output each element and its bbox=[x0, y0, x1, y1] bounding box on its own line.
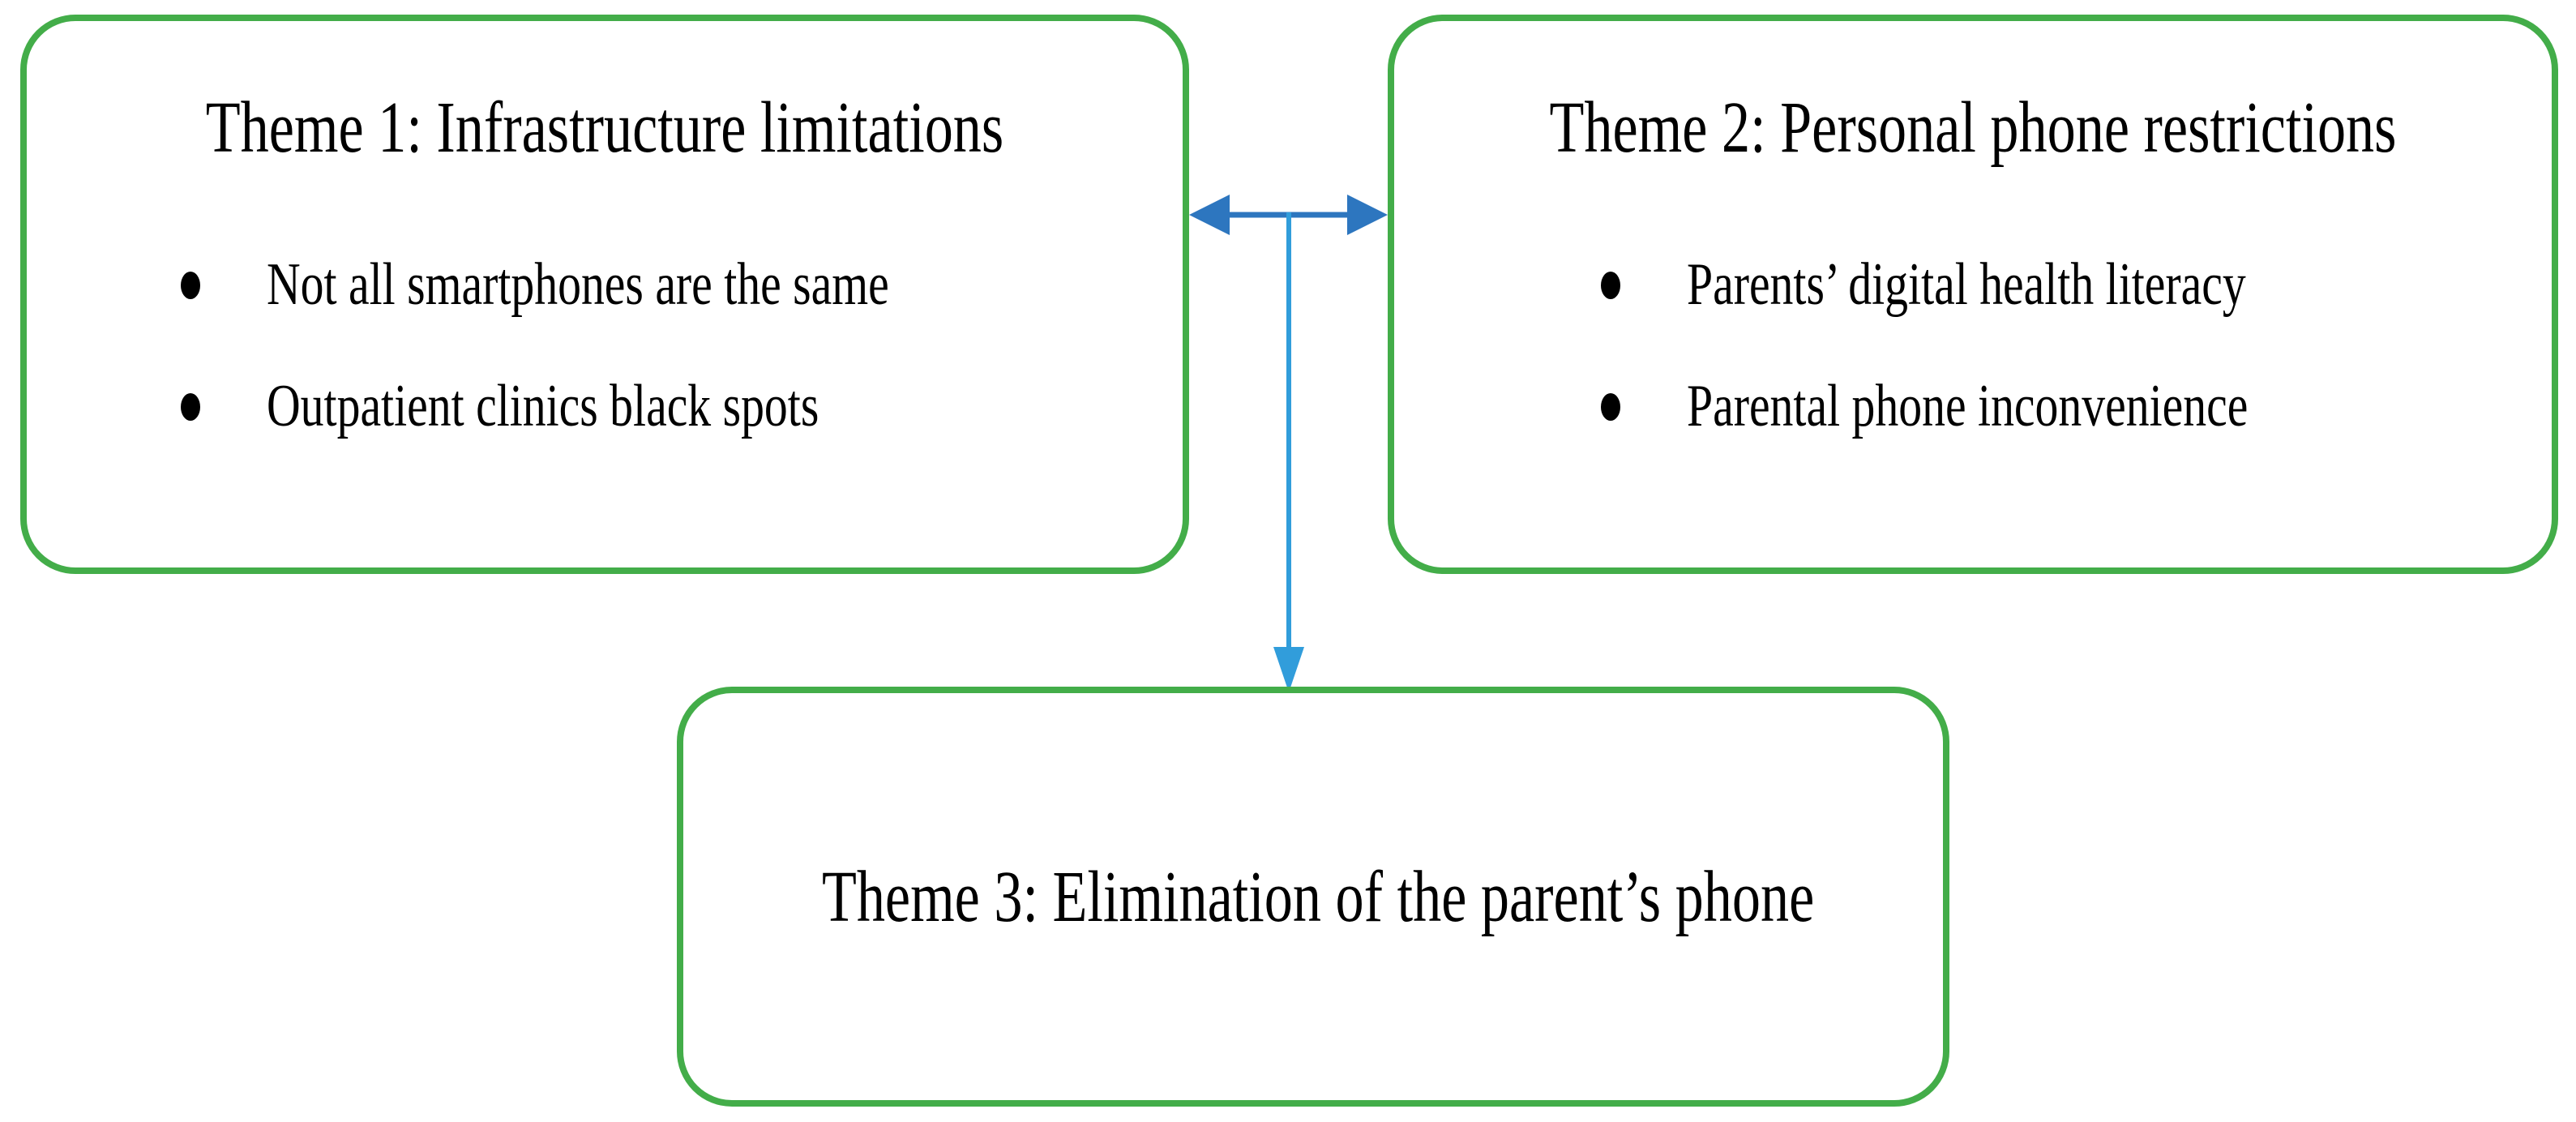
theme1-box: Theme 1: Infrastructure limitations Not … bbox=[20, 15, 1189, 574]
bullet-text: Not all smartphones are the same bbox=[267, 251, 889, 319]
bullet-icon bbox=[1601, 272, 1620, 299]
theme3-box: Theme 3: Elimination of the parent’s pho… bbox=[677, 687, 1949, 1107]
theme2-box: Theme 2: Personal phone restrictions Par… bbox=[1388, 15, 2558, 574]
bullet-icon bbox=[181, 393, 200, 421]
theme3-title: Theme 3: Elimination of the parent’s pho… bbox=[821, 857, 1815, 937]
bullet-icon bbox=[181, 272, 200, 299]
arrowhead-down-icon bbox=[1273, 647, 1304, 692]
theme2-title: Theme 2: Personal phone restrictions bbox=[1549, 88, 2397, 168]
arrowhead-right-icon bbox=[1347, 195, 1388, 235]
arrowhead-left-icon bbox=[1189, 195, 1230, 235]
bullet-text: Parents’ digital health literacy bbox=[1687, 251, 2246, 319]
theme1-bullet-item-1: Not all smartphones are the same bbox=[181, 246, 1064, 324]
theme2-bullet-item-1: Parents’ digital health literacy bbox=[1601, 246, 2403, 324]
bullet-icon bbox=[1601, 393, 1620, 421]
bullet-text: Parental phone inconvenience bbox=[1687, 373, 2249, 440]
theme1-bullet-item-2: Outpatient clinics black spots bbox=[181, 368, 974, 446]
theme1-title: Theme 1: Infrastructure limitations bbox=[205, 88, 1004, 168]
bullet-text: Outpatient clinics black spots bbox=[267, 373, 819, 440]
theme2-bullet-item-2: Parental phone inconvenience bbox=[1601, 368, 2407, 446]
